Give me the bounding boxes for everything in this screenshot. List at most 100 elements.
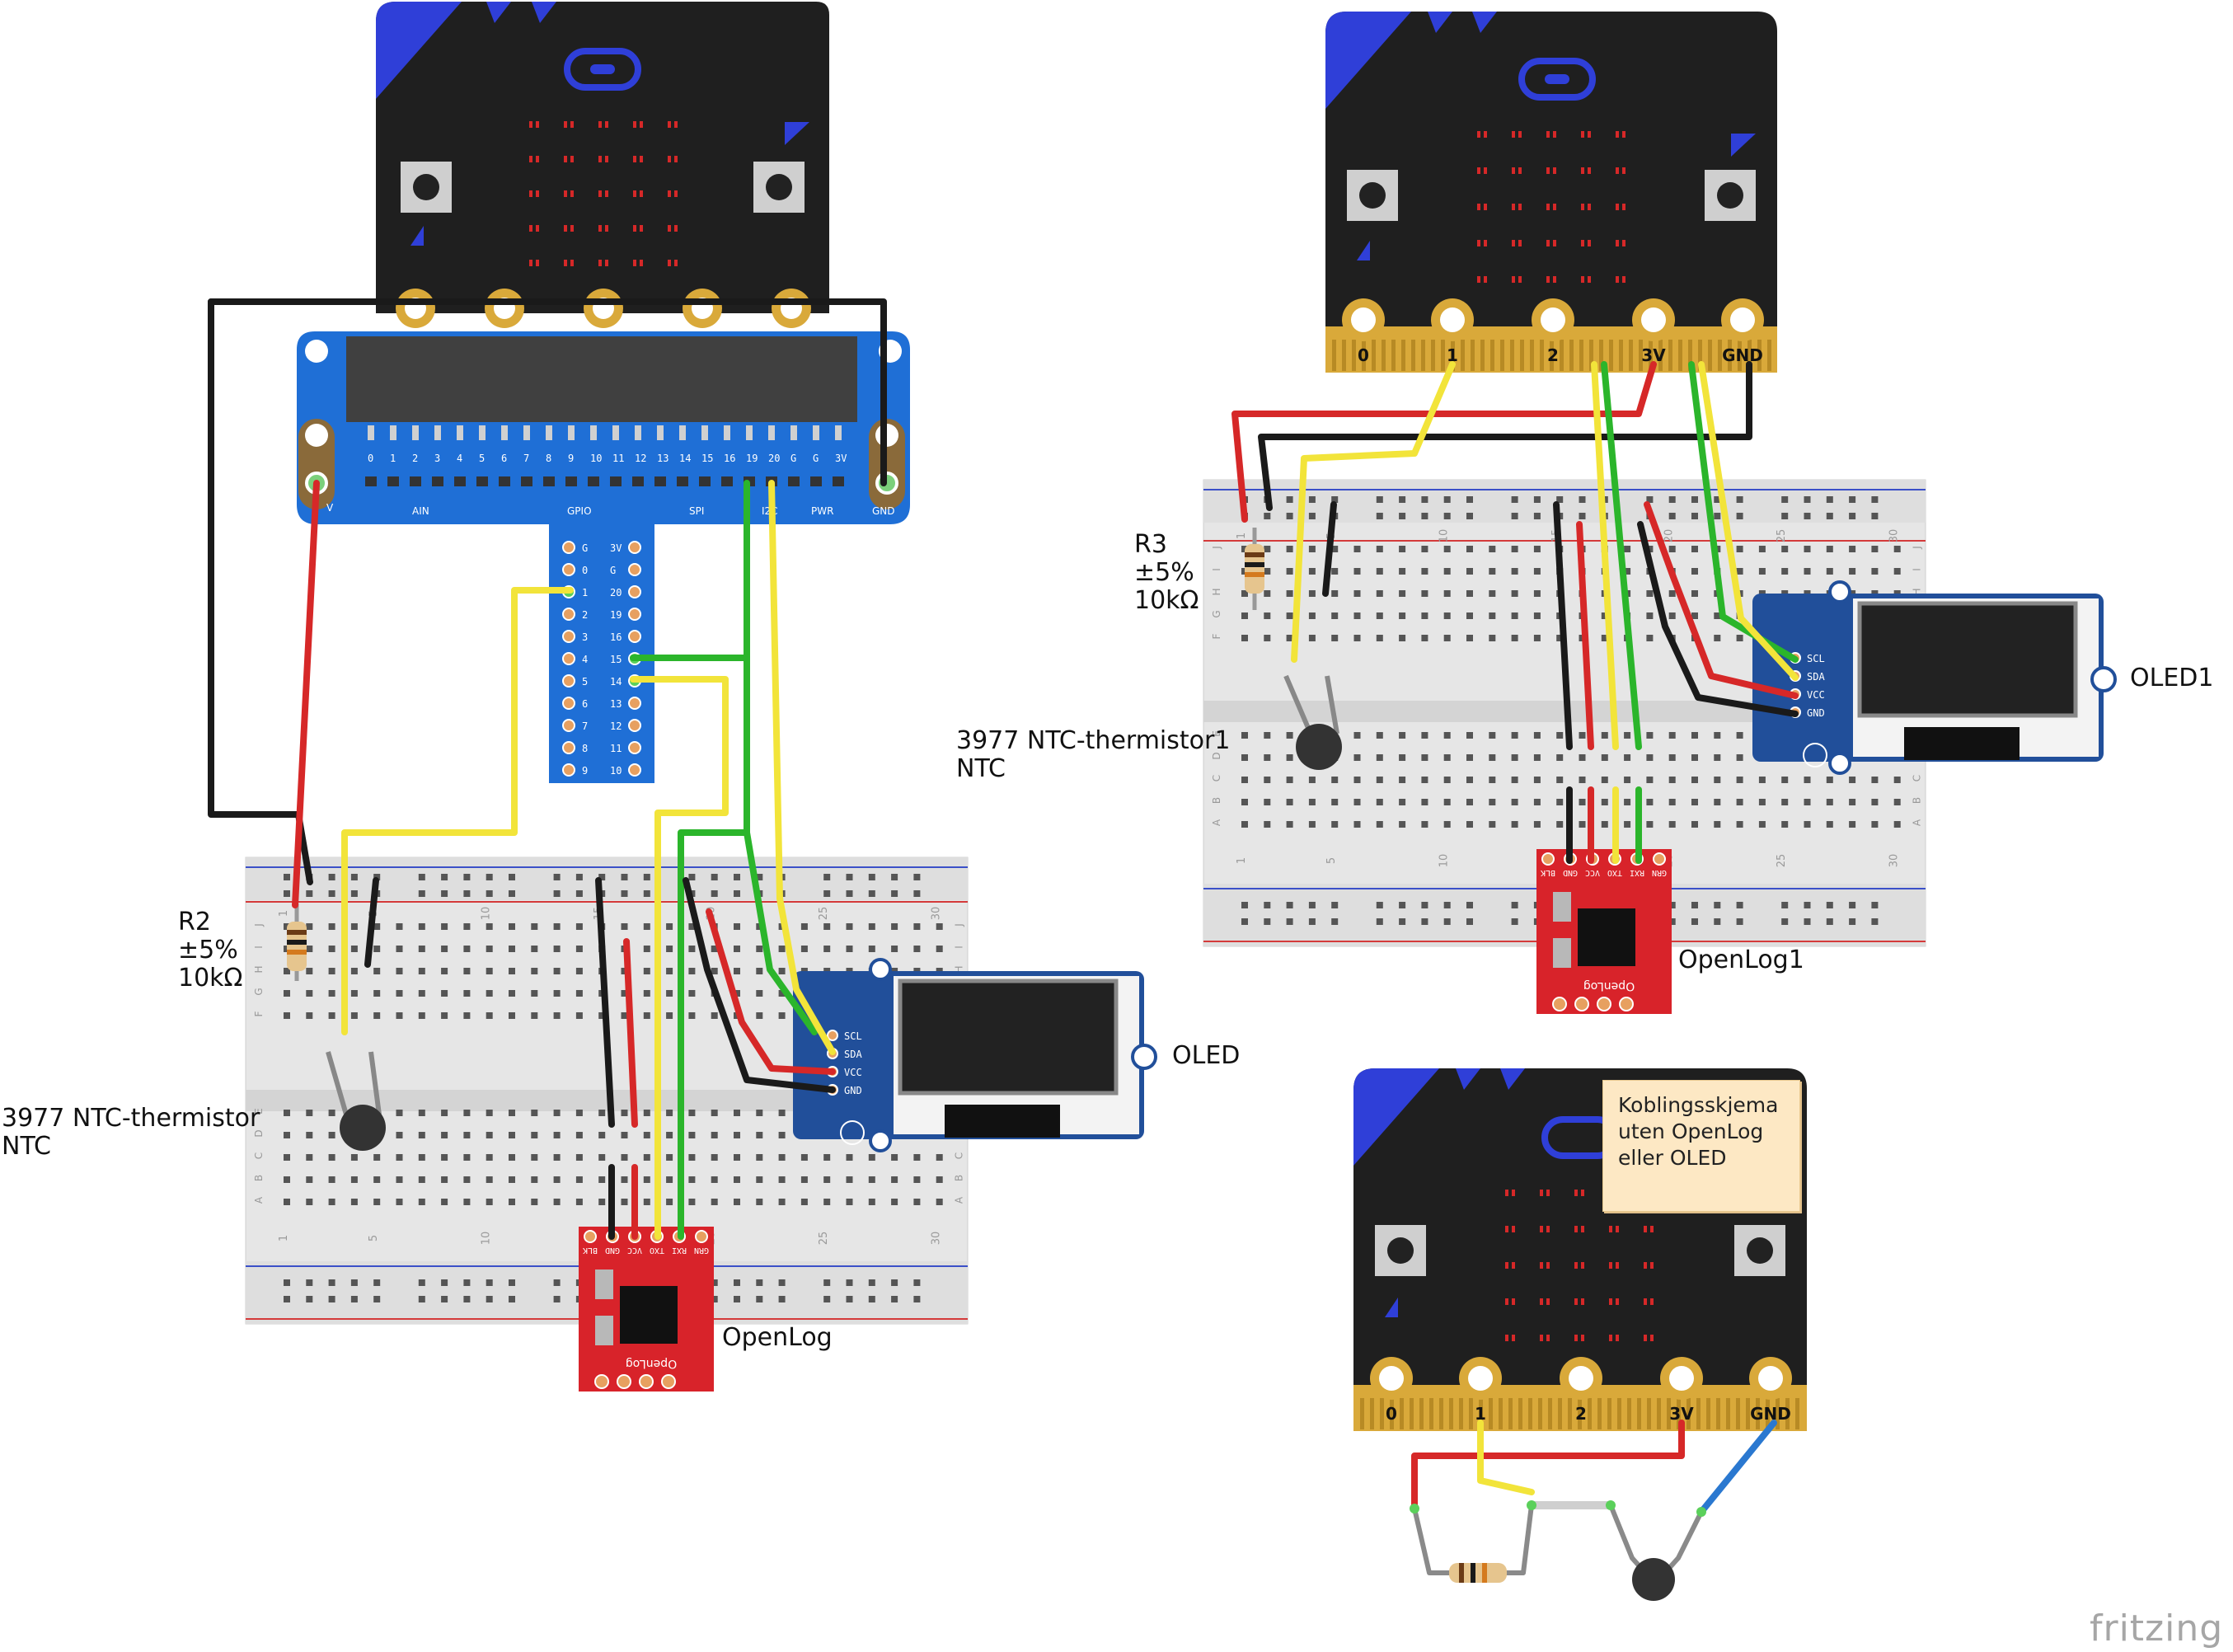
group-label: AIN bbox=[412, 505, 429, 517]
hole bbox=[1466, 754, 1473, 761]
hole bbox=[666, 990, 673, 997]
hole bbox=[1826, 821, 1833, 828]
rail-hole bbox=[1331, 902, 1339, 908]
hole bbox=[509, 923, 515, 930]
side-pin-label: 11 bbox=[610, 743, 622, 754]
rail-hole bbox=[734, 874, 740, 880]
row-letter: E bbox=[253, 1108, 265, 1115]
side-pin-label: G bbox=[582, 542, 588, 554]
hole bbox=[418, 1132, 425, 1138]
oled-logo bbox=[1803, 743, 1827, 767]
pad-label: 1 bbox=[1475, 1404, 1486, 1424]
edge-tooth bbox=[1579, 340, 1583, 371]
rail-hole bbox=[509, 1296, 515, 1302]
led bbox=[1512, 276, 1515, 283]
led bbox=[1622, 276, 1625, 283]
hole bbox=[373, 923, 381, 930]
led bbox=[1477, 276, 1480, 283]
hole bbox=[350, 990, 358, 997]
hole bbox=[1421, 546, 1428, 552]
edge-tooth bbox=[1459, 1398, 1463, 1429]
header-label: 3V bbox=[835, 453, 847, 464]
header-pin bbox=[390, 425, 396, 440]
led bbox=[1477, 240, 1480, 246]
rail-hole bbox=[463, 1279, 471, 1286]
side-pin bbox=[562, 741, 575, 754]
hole bbox=[350, 968, 358, 974]
hole bbox=[1443, 754, 1451, 761]
led bbox=[1644, 1262, 1647, 1269]
row-letter: H bbox=[253, 965, 265, 973]
hole bbox=[1533, 590, 1541, 597]
led bbox=[1622, 240, 1625, 246]
sticky-note[interactable]: Koblingsskjema uten OpenLog eller OLED bbox=[1602, 1080, 1800, 1212]
hole bbox=[1241, 590, 1248, 597]
rail-hole bbox=[891, 1279, 898, 1286]
hole bbox=[441, 1012, 448, 1019]
edge-tooth bbox=[1489, 1398, 1493, 1429]
row-letter: E bbox=[1211, 730, 1222, 737]
hole bbox=[1489, 754, 1496, 761]
hole bbox=[306, 1012, 313, 1019]
hole bbox=[396, 1132, 403, 1138]
openlog-pin-label: TXO bbox=[650, 1246, 664, 1255]
led bbox=[668, 190, 671, 197]
side-pin-label: 5 bbox=[582, 676, 588, 688]
led bbox=[1574, 1226, 1578, 1232]
pad-hole bbox=[1730, 307, 1755, 332]
hole bbox=[756, 1199, 763, 1205]
hole bbox=[553, 1199, 561, 1205]
rail-hole bbox=[1466, 496, 1473, 503]
rail-hole bbox=[1871, 902, 1879, 908]
hole bbox=[1353, 635, 1361, 641]
rail-hole bbox=[1804, 918, 1811, 925]
hole bbox=[1736, 821, 1743, 828]
hole bbox=[575, 1199, 583, 1205]
edge-tooth bbox=[1568, 1398, 1572, 1429]
hole bbox=[463, 946, 471, 952]
hole bbox=[1714, 732, 1721, 739]
led bbox=[1616, 131, 1619, 138]
rail-hole bbox=[1331, 496, 1339, 503]
edge-tooth bbox=[1362, 340, 1366, 371]
hole bbox=[328, 946, 335, 952]
hole bbox=[1264, 732, 1271, 739]
hole bbox=[1489, 568, 1496, 575]
side-pin-label: 7 bbox=[582, 720, 588, 732]
hole bbox=[621, 1176, 628, 1183]
led bbox=[605, 190, 608, 197]
hole bbox=[1399, 635, 1406, 641]
column-number: 5 bbox=[1325, 857, 1338, 864]
hole bbox=[621, 990, 628, 997]
openlog-pin-label: VCC bbox=[627, 1246, 642, 1255]
hole bbox=[800, 1199, 808, 1205]
hole bbox=[1308, 590, 1316, 597]
edge-tooth bbox=[1441, 340, 1445, 371]
rail-hole bbox=[1331, 918, 1339, 925]
column-number: 25 bbox=[1776, 529, 1788, 543]
hole bbox=[509, 990, 515, 997]
rail-hole bbox=[643, 874, 650, 880]
hole bbox=[621, 968, 628, 974]
rail-hole bbox=[823, 1279, 831, 1286]
edge-tooth bbox=[1540, 340, 1544, 371]
rail-hole bbox=[1781, 918, 1789, 925]
header-pin bbox=[523, 425, 530, 440]
edge-tooth bbox=[1708, 340, 1712, 371]
hole bbox=[509, 1176, 515, 1183]
rail-hole bbox=[734, 890, 740, 897]
led bbox=[564, 260, 567, 266]
edge-tooth bbox=[1429, 1398, 1433, 1429]
header-pin bbox=[813, 425, 819, 440]
column-number: 1 bbox=[278, 910, 290, 917]
hole bbox=[1286, 612, 1293, 619]
led bbox=[1512, 1226, 1515, 1232]
hole bbox=[1421, 732, 1428, 739]
side-pin bbox=[562, 608, 575, 621]
hole bbox=[306, 946, 313, 952]
rail-hole bbox=[1714, 902, 1721, 908]
led bbox=[1616, 1335, 1619, 1341]
hole bbox=[1286, 546, 1293, 552]
hole bbox=[463, 1154, 471, 1161]
hole bbox=[1376, 546, 1383, 552]
